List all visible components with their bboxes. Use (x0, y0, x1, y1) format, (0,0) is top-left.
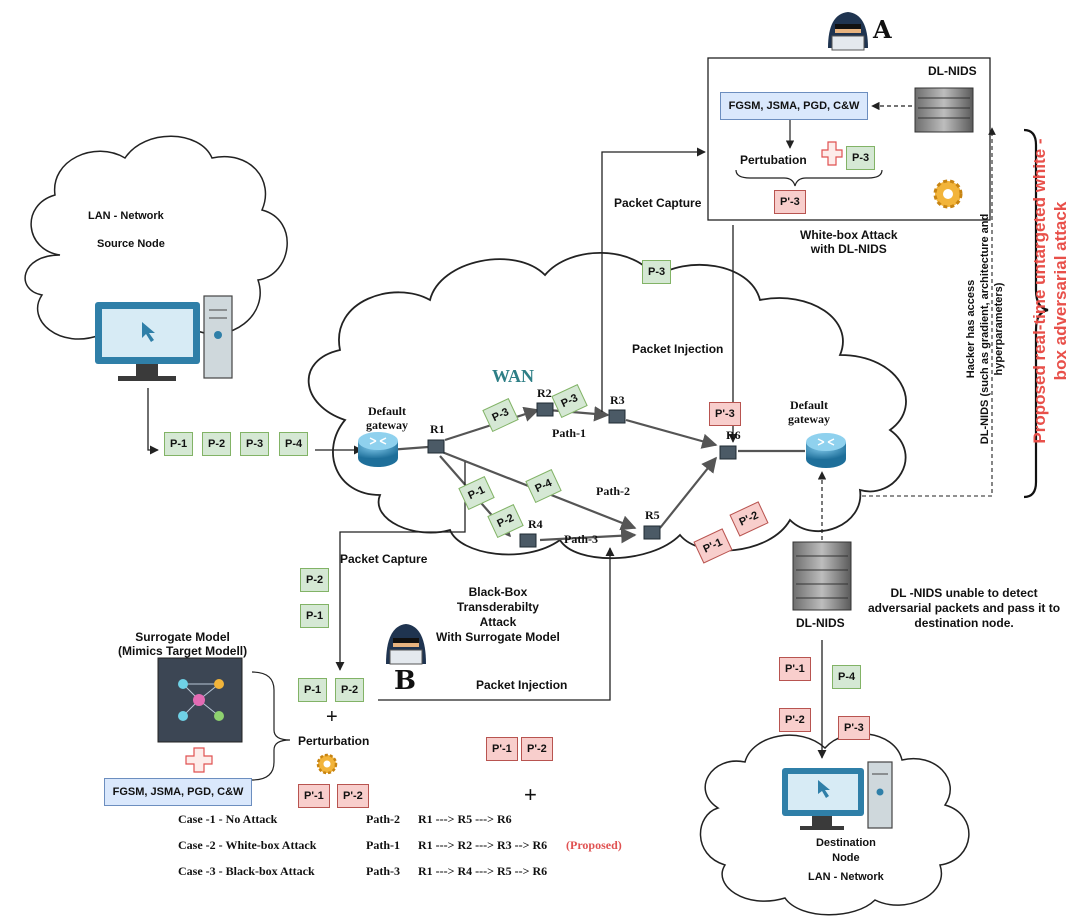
attacker-a-label: A (873, 15, 892, 44)
source-computer-icon (95, 295, 233, 381)
gateway-left-icon (358, 432, 398, 467)
outgoing-packet: P-1 (164, 432, 194, 456)
router-label-r2: R2 (537, 386, 552, 400)
neural-network-icon (178, 679, 224, 721)
wan-packet: P'-3 (709, 402, 741, 426)
router-label-r4: R4 (528, 517, 543, 531)
destination-packet: P-4 (832, 665, 862, 689)
server-icon-bottom (792, 541, 852, 611)
stray-plus-sign: + (524, 782, 537, 807)
blackbox-packet-in: P-1 (298, 678, 328, 702)
gateway-right-icon (806, 433, 846, 468)
whitebox-perturbation-label: Pertubation (740, 153, 807, 167)
destination-label: Destination Node LAN - Network (808, 837, 884, 883)
proposed-attack-title: Proposed real-time untargeted white - bo… (1030, 138, 1070, 444)
wan-cloud (307, 251, 907, 560)
path-label-3: Path-3 (564, 532, 598, 546)
packet-capture-bottom-packet: P-2 (300, 568, 330, 592)
bottom-dlnids-label: DL-NIDS (796, 616, 845, 630)
source-cloud-line2: Source Node (97, 238, 165, 250)
packet-injection-top-label: Packet Injection (632, 342, 724, 356)
gear-icon-top (933, 179, 963, 209)
wan-title: WAN (492, 366, 535, 386)
router-icons (427, 402, 737, 548)
source-cloud-line1: LAN - Network (88, 210, 164, 222)
blackbox-algorithms-box: FGSM, JSMA, PGD, C&W (104, 778, 252, 806)
destination-packet: P'-1 (779, 657, 811, 681)
hacker-icon-b (386, 624, 426, 665)
packet-injection-bottom-packet: P'-1 (486, 737, 518, 761)
server-icon-top (914, 87, 974, 133)
destination-cloud (699, 732, 970, 916)
whitebox-algorithms-box: FGSM, JSMA, PGD, C&W (720, 92, 868, 120)
surrogate-model-label: Surrogate Model(Mimics Target Modell) (118, 630, 248, 658)
packet-capture-bottom-packet: P-1 (300, 604, 330, 628)
packet-capture-bottom-label: Packet Capture (340, 552, 428, 566)
bottom-dlnids-note: DL -NIDS unable to detect adversarial pa… (868, 586, 1061, 630)
plus-icon-top (821, 141, 843, 166)
outgoing-packet: P-2 (202, 432, 232, 456)
destination-packet: P'-2 (779, 708, 811, 732)
blackbox-packet-in: P-2 (335, 678, 365, 702)
whitebox-packet-out: P'-3 (774, 190, 806, 214)
destination-packet: P'-3 (838, 716, 870, 740)
packet-injection-bottom-label: Packet Injection (476, 678, 568, 692)
whitebox-packet-in: P-3 (846, 146, 876, 170)
blackbox-caption: Black-Box Transderabilty Attack With Sur… (436, 585, 560, 644)
outgoing-packet: P-4 (279, 432, 309, 456)
packet-injection-bottom-packet: P'-2 (521, 737, 553, 761)
blackbox-packet-out: P'-2 (337, 784, 369, 808)
packet-capture-top-packet: P-3 (642, 260, 672, 284)
hacker-access-note: Hacker has access DL-NIDS (such as gradi… (965, 213, 1005, 445)
router-label-r5: R5 (645, 508, 660, 522)
gear-icon-bottom (316, 753, 338, 775)
blackbox-perturbation-label: Perturbation (298, 734, 370, 748)
path-label-2: Path-2 (596, 484, 630, 498)
path-label-1: Path-1 (552, 426, 586, 440)
hacker-icon-a (828, 12, 868, 51)
packet-capture-top-label: Packet Capture (614, 196, 702, 210)
plus-icon-bottom (185, 747, 213, 773)
destination-computer-icon (782, 761, 893, 830)
router-label-r3: R3 (610, 393, 625, 407)
blackbox-plus-sign: + (326, 706, 338, 728)
router-label-r6: R6 (726, 428, 741, 442)
blackbox-packet-out: P'-1 (298, 784, 330, 808)
outgoing-packet: P-3 (240, 432, 270, 456)
whitebox-dlnids-label: DL-NIDS (928, 64, 977, 78)
attacker-b-label: B (394, 666, 416, 696)
router-label-r1: R1 (430, 422, 445, 436)
